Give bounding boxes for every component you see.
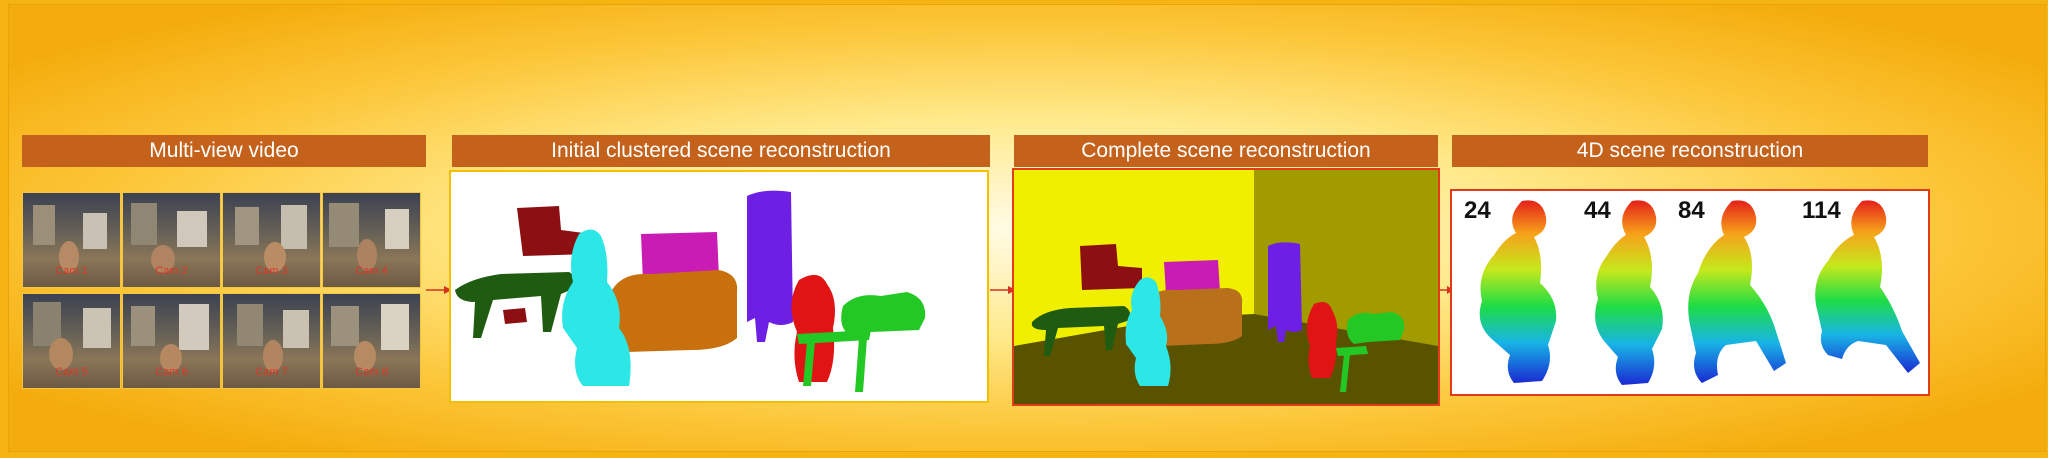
camera-view: Cam 4 <box>322 192 421 288</box>
camera-view: Cam 7 <box>222 293 321 389</box>
frame-number: 44 <box>1584 197 1611 224</box>
camera-scene-icon <box>331 304 409 371</box>
camera-scene-icon <box>329 203 409 271</box>
camera-scene-icon <box>131 304 209 372</box>
frame-number: 114 <box>1802 197 1841 224</box>
camera-scene-icon <box>33 302 111 370</box>
camera-label: Cam 8 <box>355 366 388 378</box>
camera-label: Cam 5 <box>55 366 88 378</box>
human-mesh-frame <box>1815 200 1920 373</box>
initial-clustered-panel <box>449 170 989 403</box>
camera-label: Cam 6 <box>155 366 188 378</box>
camera-view: Cam 8 <box>322 293 421 389</box>
camera-label: Cam 2 <box>155 265 188 277</box>
camera-view: Cam 5 <box>22 293 121 389</box>
multi-view-video-grid: Cam 1 Cam 2 Cam 3 Cam 4 Cam 5 Cam 6 Cam … <box>22 190 424 390</box>
camera-label: Cam 1 <box>55 265 88 277</box>
clustered-scene-illustration <box>455 190 926 392</box>
camera-view: Cam 3 <box>222 192 321 288</box>
camera-scene-icon <box>235 205 307 272</box>
camera-view: Cam 1 <box>22 192 121 288</box>
4d-scene-panel: 24 44 84 114 <box>1450 189 1930 396</box>
complete-scene-panel <box>1012 168 1440 406</box>
camera-label: Cam 7 <box>255 366 288 378</box>
camera-scene-icon <box>33 205 107 273</box>
frame-number: 84 <box>1678 197 1705 224</box>
frame-number: 24 <box>1464 197 1491 224</box>
header-complete-scene: Complete scene reconstruction <box>1014 135 1438 167</box>
camera-label: Cam 3 <box>255 265 288 277</box>
human-mesh-frame <box>1688 200 1786 383</box>
camera-label: Cam 4 <box>355 265 388 277</box>
camera-scene-icon <box>131 203 207 273</box>
human-mesh-frame <box>1479 200 1557 383</box>
header-initial-clustered: Initial clustered scene reconstruction <box>452 135 990 167</box>
header-multi-view-video: Multi-view video <box>22 135 426 167</box>
camera-scene-icon <box>237 304 309 372</box>
header-4d-scene: 4D scene reconstruction <box>1452 135 1928 167</box>
camera-view: Cam 2 <box>122 192 221 288</box>
camera-view: Cam 6 <box>122 293 221 389</box>
complete-scene-illustration <box>1014 170 1438 404</box>
human-mesh-frame <box>1595 200 1663 385</box>
arrow-right-icon <box>426 286 452 294</box>
